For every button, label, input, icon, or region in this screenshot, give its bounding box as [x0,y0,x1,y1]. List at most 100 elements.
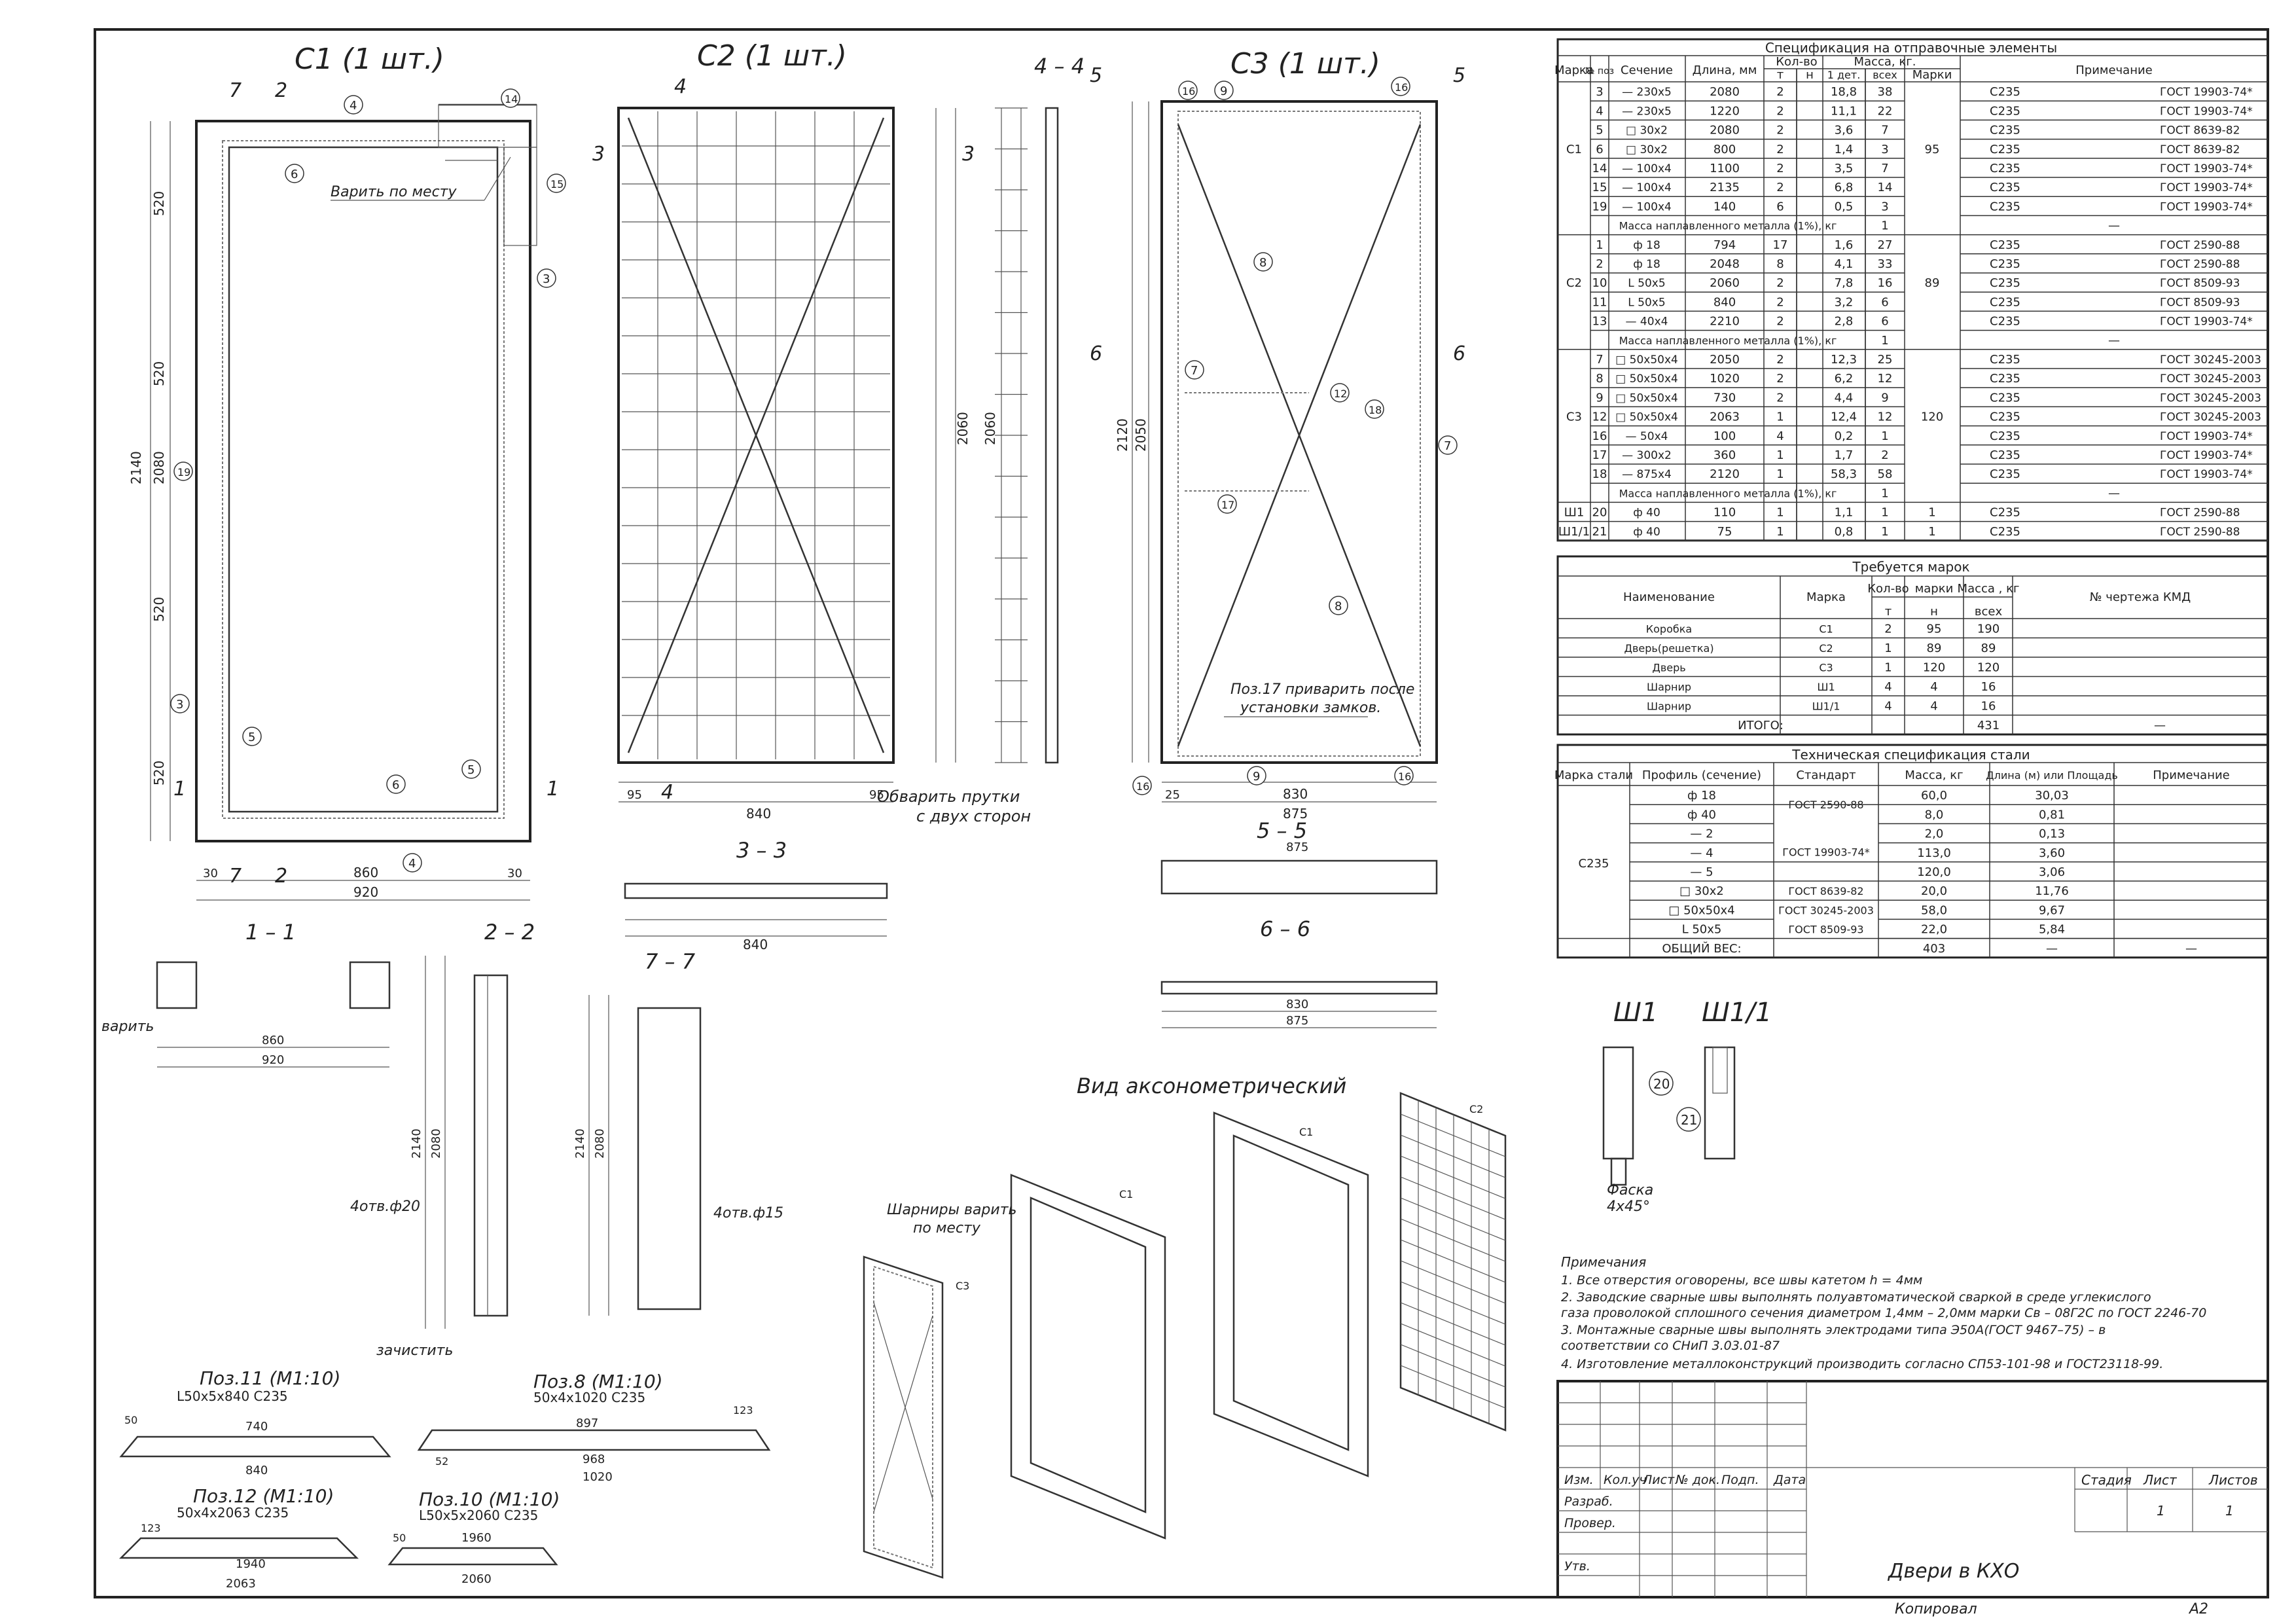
tech-h-std: Стандарт [1796,768,1856,782]
tech-massa: 58,0 [1921,903,1947,917]
spec-massa-vsex: 58 [1878,467,1893,481]
title-block: Изм. Кол.уч Лист № док. Подп. Дата Разра… [1556,1380,2269,1617]
spec-kol-t: 8 [1776,257,1784,271]
spec-sech: L 50х5 [1628,277,1665,290]
spec-table: Спецификация на отправочные элементыМарк… [1554,38,2269,542]
section-6-6: 6 – 6 830 875 [1160,916,1438,1028]
tech-steel: С235 [1579,857,1609,871]
spec-massa-vsex: 38 [1878,85,1893,99]
tech-h-prim: Примечание [2153,768,2230,782]
svg-text:4: 4 [674,75,687,98]
poz11-sub: L50x5x840 С235 [177,1388,288,1404]
poz8-d2: 968 [583,1453,605,1466]
section-4-4: 4 – 4 2060 [982,54,1085,764]
spec-prim-steel: С235 [1990,124,2020,137]
spec-h-prim: Примечание [2075,63,2153,77]
tech-dlina: 11,76 [2035,884,2069,898]
spec-prim-gost: ГОСТ 19903-74* [2160,105,2253,118]
spec-poz: 3 [1596,85,1603,99]
spec-marki: 1 [1928,506,1935,520]
req-massa-marki: 4 [1930,700,1937,713]
spec-poz: 15 [1592,181,1607,194]
c2-title: С2 (1 шт.) [697,39,847,73]
req-massa-marki: 4 [1930,680,1937,694]
spec-sech: ф 18 [1633,258,1660,271]
spec-prim-steel: С235 [1990,429,2020,443]
svg-text:19: 19 [177,466,190,478]
svg-text:7: 7 [229,865,242,888]
c3-dim-h1: 2120 [1115,418,1130,452]
tech-dlina: 3,60 [2039,846,2065,860]
spec-prim-gost: ГОСТ 19903-74* [2160,162,2253,175]
spec-poz: 14 [1592,162,1607,175]
view-c3: С3 (1 шт.) 2120 2050 830 875 25 Поз.17 п… [1090,47,1465,821]
poz8-d1: 897 [576,1416,598,1430]
spec-kol-t: 2 [1776,353,1784,367]
view-c2: С2 (1 шт.) 840 95 95 2060 Обварить прутк… [592,39,1031,825]
spec-poz: 4 [1596,104,1603,118]
req-massa-marki: 95 [1927,623,1942,636]
spec-marka: С3 [1566,410,1582,424]
s77-title: 7 – 7 [645,949,696,974]
spec-prim-gost: ГОСТ 30245-2003 [2160,411,2261,424]
s66-dim-w2: 875 [1286,1014,1308,1028]
req-massa-marki: 120 [1923,661,1945,675]
spec-prim-gost: ГОСТ 19903-74* [2160,430,2253,443]
req-kol-t: 1 [1884,641,1892,655]
svg-text:6: 6 [291,168,298,181]
spec-massa-odet: 4,1 [1835,257,1854,271]
spec-prim-gost: ГОСТ 2590-88 [2160,258,2240,271]
stamp-prover: Провер. [1564,1516,1616,1530]
spec-prim-steel: С235 [1990,448,2020,462]
spec-massa-odet: 0,8 [1835,525,1854,539]
spec-massa-odet: 3,2 [1835,295,1854,309]
spec-marki: 95 [1925,143,1940,156]
spec-prim-steel: С235 [1990,104,2020,118]
c1-dim-w1: 860 [353,865,378,880]
svg-text:3: 3 [592,143,605,166]
spec-dlina: 2210 [1710,315,1740,329]
spec-prim-steel: С235 [1990,162,2020,175]
section-5-5: 5 – 5 875 [1160,818,1438,895]
notes: Примечания 1. Все отверстия оговорены, в… [1561,1254,2206,1371]
svg-text:3: 3 [962,143,975,166]
spec-prim-gost: ГОСТ 8639-82 [2160,143,2240,156]
poz12-title: Поз.12 (М1:10) [193,1485,334,1507]
svg-text:3: 3 [543,272,550,286]
spec-mass-prim: — [2108,486,2120,500]
spec-marka: С1 [1566,143,1582,156]
tech-dlina: 9,67 [2039,903,2065,917]
spec-prim-gost: ГОСТ 19903-74* [2160,86,2253,99]
spec-dlina: 2063 [1710,410,1740,424]
tech-dlina: 0,81 [2039,808,2065,821]
spec-mass-row: Масса наплавленного металла (1%), кг [1619,334,1837,347]
svg-text:6: 6 [392,778,399,792]
spec-prim-gost: ГОСТ 2590-88 [2160,239,2240,252]
stamp-listov: Листов [2208,1472,2258,1488]
req-h-massa: Масса , кг [1958,582,2020,596]
tech-total-dash2: — [2185,942,2197,956]
spec-sech: — 40х4 [1626,316,1668,329]
spec-massa-odet: 11,1 [1831,104,1857,118]
spec-prim-steel: С235 [1990,467,2020,481]
iso-c1a-label: С1 [1119,1188,1133,1200]
svg-text:16: 16 [1398,770,1411,783]
spec-kol-t: 2 [1776,162,1784,175]
spec-sech: — 50х4 [1626,430,1668,443]
spec-massa-vsex: 7 [1881,162,1888,175]
req-name: Дверь(решетка) [1624,642,1713,655]
spec-h-vsex: всех [1873,69,1897,81]
svg-text:16: 16 [1136,780,1149,793]
tech-h-profil: Профиль (сечение) [1642,768,1761,782]
c3-dim-m25: 25 [1165,788,1180,802]
spec-dlina: 1220 [1710,104,1740,118]
s44-title: 4 – 4 [1034,54,1085,79]
spec-massa-vsex: 27 [1878,238,1893,252]
spec-dlina: 794 [1713,238,1736,252]
tech-h-massa: Масса, кг [1905,768,1963,782]
spec-prim-gost: ГОСТ 30245-2003 [2160,353,2261,367]
stamp-title: Двери в КХО [1887,1560,2019,1583]
